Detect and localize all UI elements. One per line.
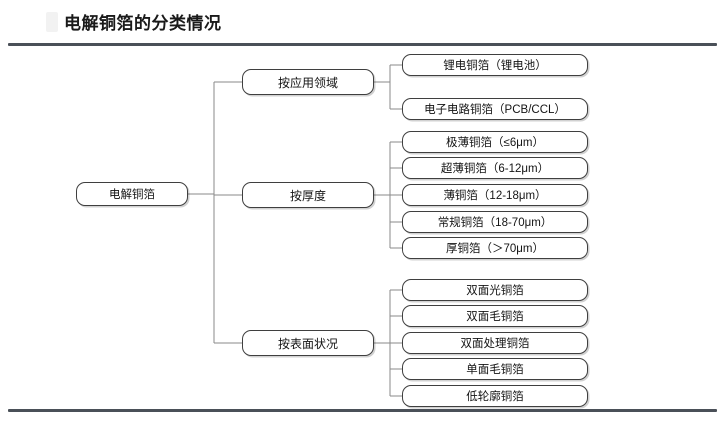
tree-branch-application[interactable]: 按应用领域 <box>242 69 374 95</box>
tree-leaf-node[interactable]: 薄铜箔（12-18μm） <box>402 184 588 206</box>
tree-leaf-node[interactable]: 双面处理铜箔 <box>402 332 588 354</box>
tree-leaf-node[interactable]: 厚铜箔（＞70μm） <box>402 237 588 259</box>
tree-branch-thickness-label: 按厚度 <box>289 188 326 203</box>
tree-leaf-label: 单面毛铜箔 <box>466 364 524 376</box>
tree-leaf-label: 电子电路铜箔（PCB/CCL） <box>424 104 566 116</box>
tree-node-root-label: 电解铜箔 <box>109 189 155 201</box>
classification-tree-diagram: 电解铜箔 按应用领域 按厚度 按表面状况 锂电铜箔（锂电池） 电子电路铜箔（PC… <box>0 46 725 408</box>
tree-leaf-node[interactable]: 双面毛铜箔 <box>402 305 588 327</box>
tree-leaf-node[interactable]: 低轮廓铜箔 <box>402 385 588 407</box>
tree-branch-application-label: 按应用领域 <box>277 75 338 90</box>
tree-branch-surface-label: 按表面状况 <box>277 336 338 351</box>
tree-branch-thickness[interactable]: 按厚度 <box>242 182 374 208</box>
tree-leaf-label: 常规铜箔（18-70μm） <box>437 217 553 229</box>
tree-leaf-label: 双面光铜箔 <box>466 285 524 297</box>
tree-leaf-label: 低轮廓铜箔 <box>466 391 524 403</box>
page-header: 电解铜箔的分类情况 <box>0 0 725 45</box>
connector-lines <box>188 64 402 397</box>
tree-leaf-label: 双面处理铜箔 <box>460 338 530 350</box>
tree-leaf-node[interactable]: 双面光铜箔 <box>402 279 588 301</box>
tree-leaf-label: 超薄铜箔（6-12μm） <box>440 163 550 175</box>
footer-divider <box>8 409 717 412</box>
tree-leaf-label: 双面毛铜箔 <box>466 311 524 323</box>
title-divider <box>8 43 717 46</box>
tree-leaf-label: 薄铜箔（12-18μm） <box>443 190 547 202</box>
tree-node-root[interactable]: 电解铜箔 <box>76 182 188 206</box>
tree-leaf-label: 厚铜箔（＞70μm） <box>446 243 544 255</box>
page-title: 电解铜箔的分类情况 <box>64 14 222 33</box>
tree-leaf-node[interactable]: 常规铜箔（18-70μm） <box>402 211 588 233</box>
tree-leaf-node[interactable]: 超薄铜箔（6-12μm） <box>402 157 588 179</box>
tree-leaf-node[interactable]: 单面毛铜箔 <box>402 358 588 380</box>
tree-leaf-label: 极薄铜箔（≤6μm） <box>446 137 544 149</box>
tree-leaf-node[interactable]: 锂电铜箔（锂电池） <box>402 54 588 76</box>
watermark-mark <box>46 12 58 32</box>
tree-leaf-node[interactable]: 极薄铜箔（≤6μm） <box>402 131 588 153</box>
tree-leaf-node[interactable]: 电子电路铜箔（PCB/CCL） <box>402 98 588 120</box>
tree-branch-surface[interactable]: 按表面状况 <box>242 330 374 356</box>
tree-leaf-label: 锂电铜箔（锂电池） <box>443 60 547 72</box>
